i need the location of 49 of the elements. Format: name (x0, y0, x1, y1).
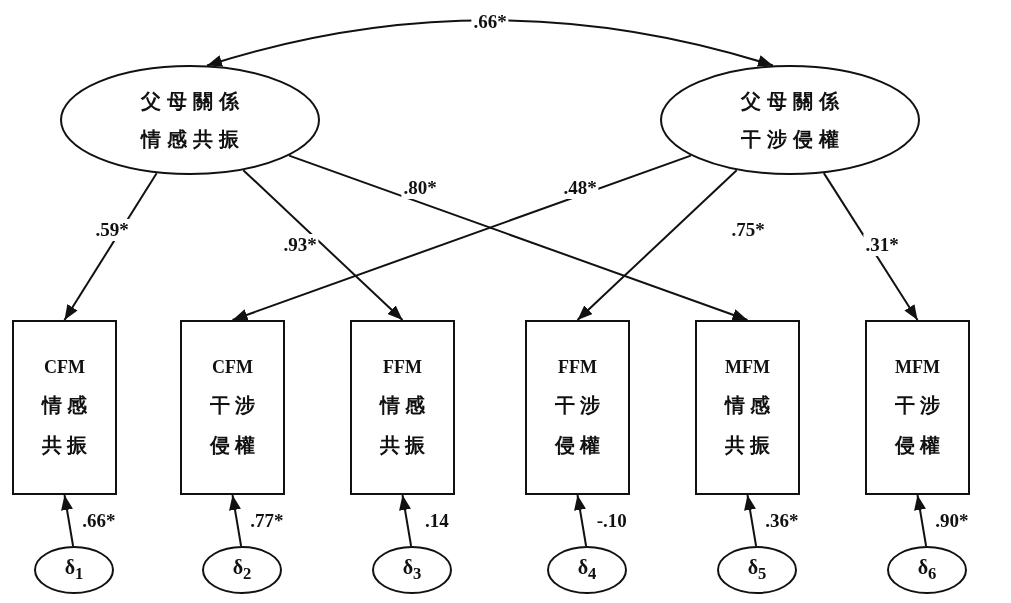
indicator-box (865, 320, 970, 495)
error-term-label: δ$_{6}$ (917, 556, 937, 584)
arrow (229, 494, 243, 547)
arrow (574, 494, 588, 547)
indicator-label: 情感共振 (723, 392, 776, 458)
error-term-label: δ$_{2}$ (232, 556, 252, 584)
indicator-label: 情感共振 (40, 392, 93, 458)
indicator-code: FFM (558, 356, 597, 380)
latent-factor-ellipse (660, 65, 920, 175)
arrow (288, 154, 749, 321)
error-term-ellipse (547, 546, 627, 594)
arrow (63, 172, 158, 321)
indicator-box (525, 320, 630, 495)
indicator-label: 情感共振 (378, 392, 431, 458)
arrow (242, 169, 404, 321)
error-term-ellipse (717, 546, 797, 594)
latent-factor-label: 父母關係干涉侵權 (739, 89, 846, 152)
arrow (399, 494, 413, 547)
error-term-label: δ$_{4}$ (577, 556, 597, 584)
arrow (576, 169, 738, 321)
indicator-box (12, 320, 117, 495)
indicator-label: 干涉侵權 (894, 392, 946, 458)
error-term-ellipse (34, 546, 114, 594)
edge-label: .31* (863, 234, 901, 256)
arrow (61, 494, 75, 547)
error-term-ellipse (372, 546, 452, 594)
latent-factor-ellipse (60, 65, 320, 175)
indicator-code: MFM (895, 356, 940, 380)
edge-label: .59* (93, 219, 131, 241)
indicator-box (695, 320, 800, 495)
latent-factor-label: 父母關係情感共振 (139, 89, 246, 152)
indicator-code: CFM (212, 356, 253, 380)
arrow (231, 154, 692, 321)
indicator-box (180, 320, 285, 495)
indicator-code: MFM (725, 356, 770, 380)
indicator-code: CFM (44, 356, 85, 380)
indicator-code: FFM (383, 356, 422, 380)
arrow (744, 494, 758, 547)
arrow (822, 172, 919, 321)
indicator-box (350, 320, 455, 495)
arrow (914, 494, 928, 547)
error-term-label: δ$_{1}$ (64, 556, 84, 584)
indicator-label: 干涉侵權 (209, 392, 261, 458)
error-term-ellipse (887, 546, 967, 594)
arrow (206, 19, 774, 67)
error-term-ellipse (202, 546, 282, 594)
error-term-label: δ$_{3}$ (402, 556, 422, 584)
error-term-label: δ$_{5}$ (747, 556, 767, 584)
indicator-label: 干涉侵權 (554, 392, 606, 458)
